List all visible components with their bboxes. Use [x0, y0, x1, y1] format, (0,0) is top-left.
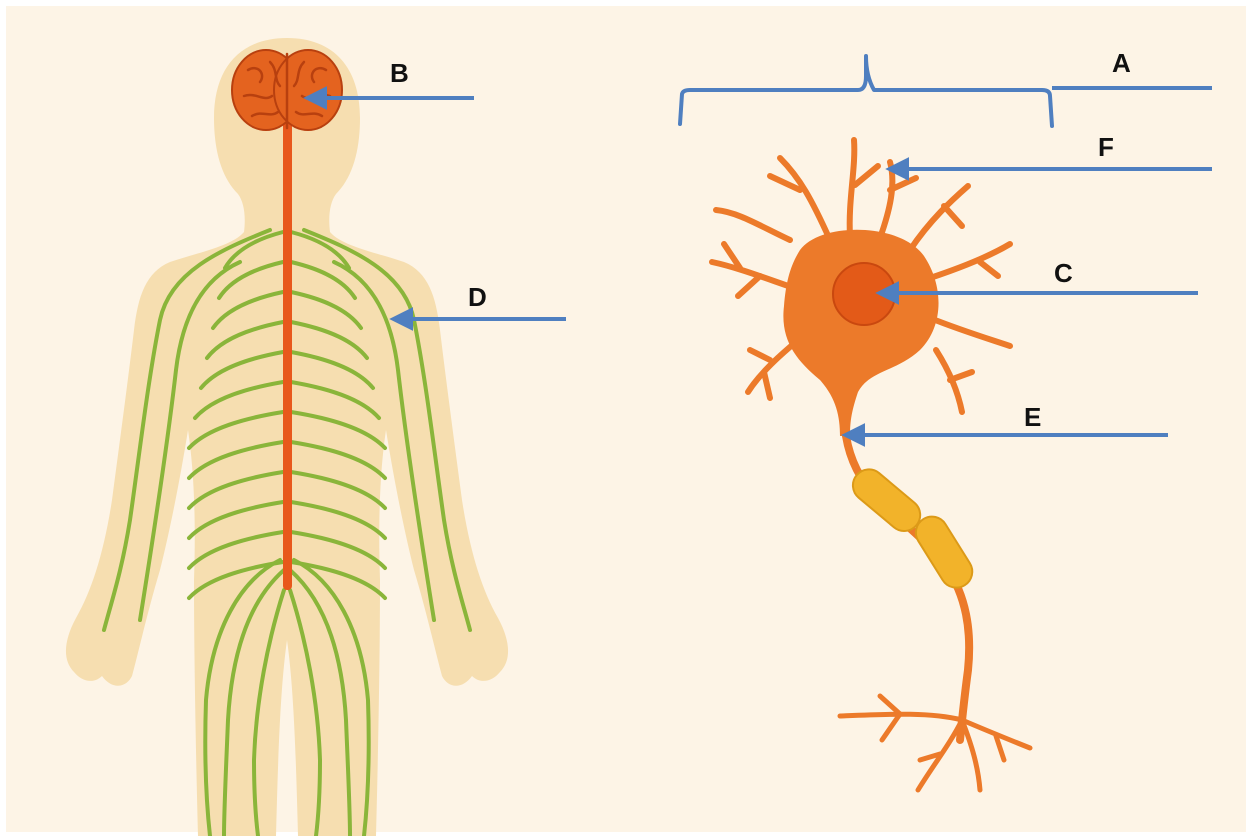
label-e: E	[1024, 402, 1041, 432]
label-a: A	[1112, 48, 1131, 78]
spinal-cord	[283, 120, 292, 590]
label-f: F	[1098, 132, 1114, 162]
brain-right-hemisphere	[274, 50, 342, 130]
brain	[232, 50, 342, 130]
label-c: C	[1054, 258, 1073, 288]
label-b: B	[390, 58, 409, 88]
label-d: D	[468, 282, 487, 312]
